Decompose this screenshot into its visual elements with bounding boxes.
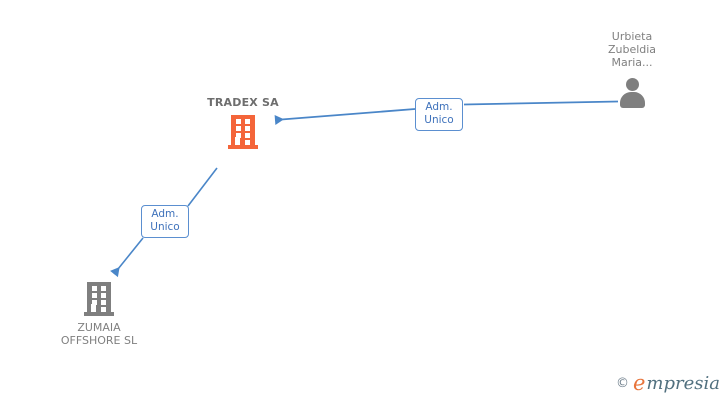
edge-segment-label2-to-zumaia	[110, 237, 144, 278]
edge-label-line2: Unico	[150, 221, 180, 233]
edge-label-line1: Adm.	[425, 101, 453, 113]
building-base	[228, 145, 258, 149]
person-body	[620, 92, 645, 108]
building-window	[92, 300, 97, 305]
node-urbieta-zubeldia-maria[interactable]: Urbieta Zubeldia Maria...	[572, 30, 692, 108]
person-icon	[617, 78, 647, 108]
edge-label-adm-unico-tradex-zumaia[interactable]: Adm. Unico	[141, 205, 189, 238]
building-window	[92, 293, 97, 298]
edge-label-line2: Unico	[424, 114, 454, 126]
node-tradex-sa-label: TRADEX SA	[207, 96, 279, 109]
node-urbieta-label-line2: Zubeldia	[607, 43, 657, 56]
brand-initial: e	[632, 371, 646, 395]
edge-segment-label-to-tradex	[274, 108, 416, 125]
building-window	[92, 286, 97, 291]
edge-segment-urbieta-to-label	[463, 100, 619, 106]
brand-name: mpresia	[646, 372, 720, 394]
node-zumaia-label-line2: OFFSHORE SL	[60, 334, 138, 347]
edge-segment-tradex-to-label2	[187, 167, 218, 207]
person-head	[626, 78, 639, 91]
edge-label-line1: Adm.	[151, 208, 179, 220]
building-window	[245, 126, 250, 131]
building-window	[245, 119, 250, 124]
node-zumaia-label-line1: ZUMAIA	[77, 321, 121, 334]
building-window	[101, 307, 106, 312]
copyright-symbol: ©	[615, 376, 629, 391]
watermark-empresia: © e mpresia	[616, 373, 720, 394]
node-urbieta-label-line1: Urbieta	[611, 30, 653, 43]
node-tradex-sa[interactable]: TRADEX SA	[183, 96, 303, 149]
edge-label-adm-unico-urbieta-tradex[interactable]: Adm. Unico	[415, 98, 463, 131]
building-window	[101, 286, 106, 291]
node-urbieta-label-line3: Maria...	[611, 56, 653, 69]
building-window	[245, 140, 250, 145]
building-icon	[84, 282, 114, 316]
building-icon	[228, 115, 258, 149]
building-door	[235, 137, 240, 145]
building-door	[91, 304, 96, 312]
building-window	[236, 133, 241, 138]
building-window	[236, 119, 241, 124]
building-window	[236, 126, 241, 131]
building-base	[84, 312, 114, 316]
building-window	[101, 300, 106, 305]
node-zumaia-offshore-sl[interactable]: ZUMAIA OFFSHORE SL	[39, 282, 159, 347]
building-window	[245, 133, 250, 138]
building-window	[101, 293, 106, 298]
